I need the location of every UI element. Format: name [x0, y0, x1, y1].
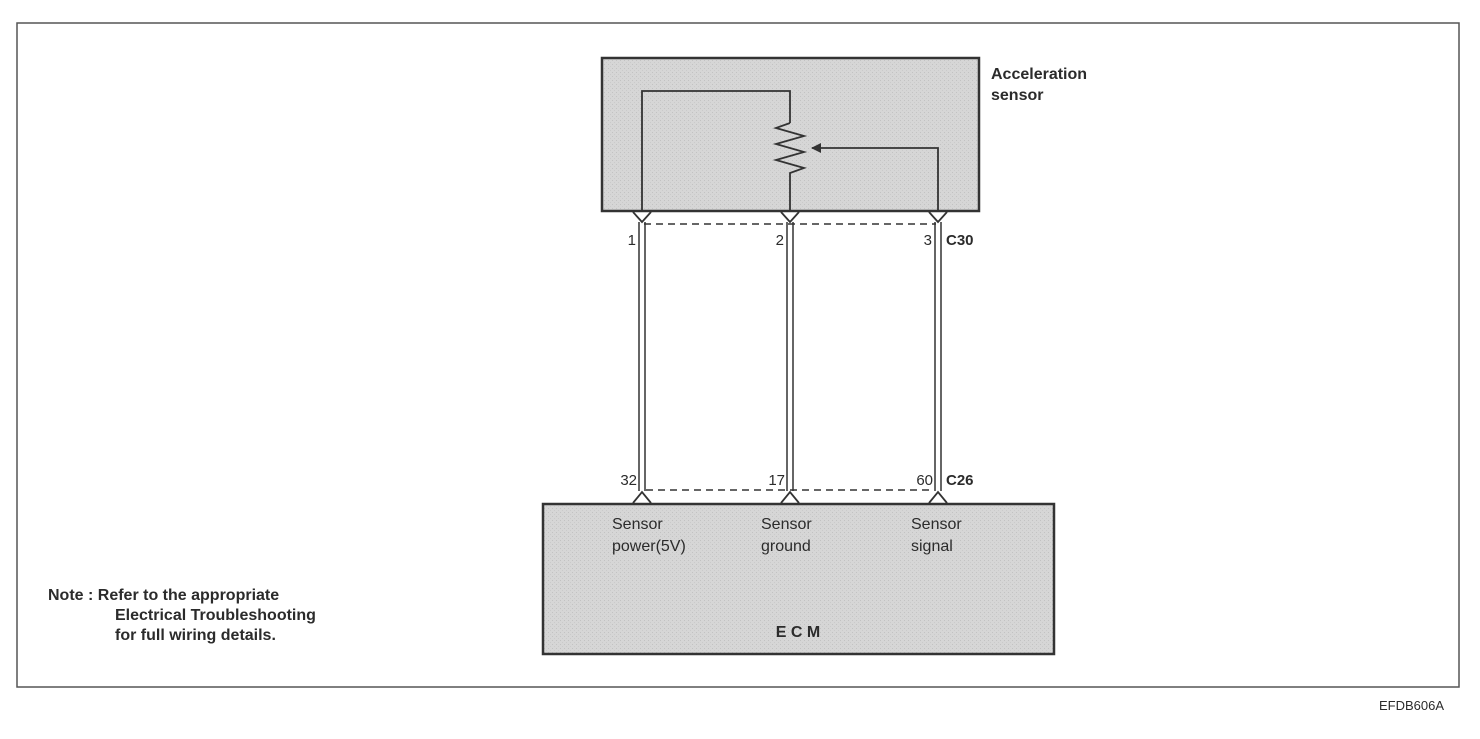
- terminal-marker-c30-1: [632, 211, 652, 224]
- c26-pin-17: 17: [768, 472, 785, 489]
- ecm-terminal-signal-line2: signal: [911, 538, 953, 555]
- ecm-terminal-ground-line1: Sensor: [761, 516, 812, 533]
- note-line1: Note : Refer to the appropriate: [48, 587, 280, 604]
- c30-pin-3: 3: [924, 232, 932, 249]
- sensor-name-line2: sensor: [991, 87, 1043, 104]
- ecm-name: E C M: [776, 624, 820, 641]
- c30-pin-1: 1: [628, 232, 636, 249]
- terminal-marker-c30-3: [928, 211, 948, 224]
- terminal-marker-c26-32: [632, 490, 652, 504]
- ecm-terminal-power-line2: power(5V): [612, 538, 686, 555]
- c26-connector-label: C26: [946, 472, 974, 489]
- wire-ground: [786, 222, 794, 491]
- note-text: Note : Refer to the appropriate Electric…: [48, 586, 316, 646]
- terminal-marker-c26-17: [780, 490, 800, 504]
- ecm-box: [541, 502, 1056, 656]
- c26-pin-60: 60: [916, 472, 933, 489]
- sensor-name-line1: Acceleration: [991, 66, 1087, 83]
- c30-pin-2: 2: [776, 232, 784, 249]
- wire-power: [638, 222, 646, 491]
- note-line2: Electrical Troubleshooting: [115, 607, 316, 624]
- wiper-arrow: [811, 143, 939, 211]
- ecm-terminal-power-line1: Sensor: [612, 516, 663, 533]
- terminal-marker-c26-60: [928, 490, 948, 504]
- note-line3: for full wiring details.: [115, 627, 276, 644]
- potentiometer-resistor: [772, 122, 808, 211]
- c30-connector-label: C30: [946, 232, 974, 249]
- wire-signal: [934, 222, 942, 491]
- ecm-terminal-signal-line1: Sensor: [911, 516, 962, 533]
- sensor-internal-wire: [641, 90, 791, 211]
- figure-code: EFDB606A: [1378, 698, 1444, 713]
- c26-pin-32: 32: [620, 472, 637, 489]
- outer-frame: [16, 22, 1460, 688]
- terminal-marker-c30-2: [780, 211, 800, 224]
- ecm-terminal-ground-line2: ground: [761, 538, 811, 555]
